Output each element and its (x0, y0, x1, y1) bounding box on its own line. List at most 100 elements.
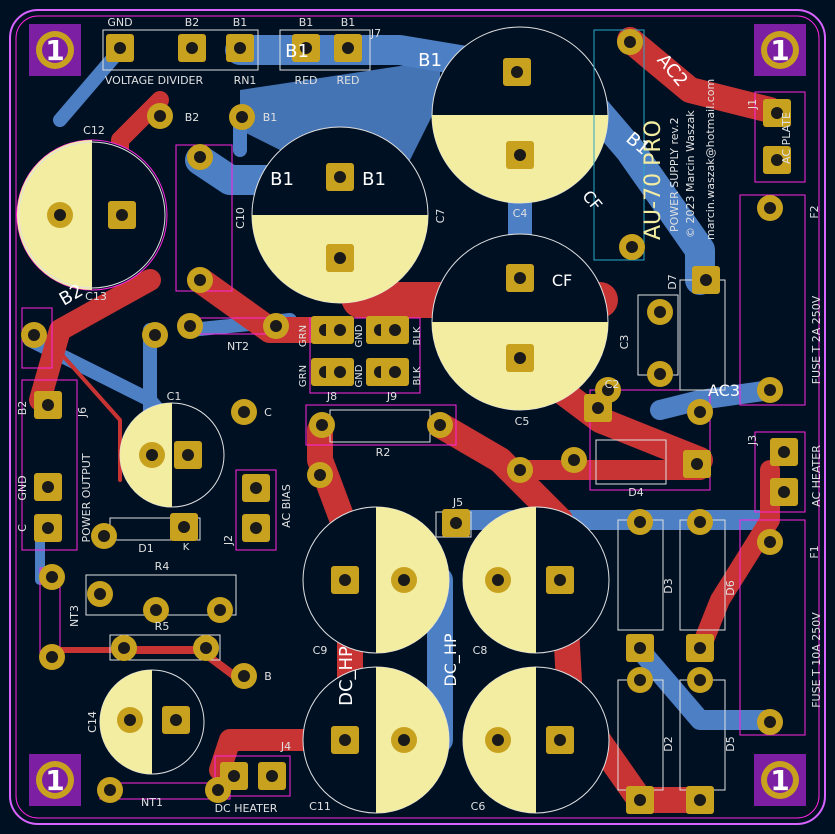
pcb-label-d5: D5 (724, 736, 737, 751)
smd-pad (763, 99, 791, 127)
pcb-label-d2: D2 (662, 736, 675, 751)
thru-hole-pad (111, 635, 137, 661)
thru-hole-pad (117, 707, 143, 733)
capacitor-c1 (119, 402, 225, 508)
thru-hole-pad (263, 313, 289, 339)
smd-pad (326, 244, 354, 272)
thru-hole-pad (229, 104, 255, 130)
pcb-label-ac3: AC3 (708, 381, 740, 400)
pcb-label-nt1: NT1 (141, 796, 163, 809)
thru-hole-pad (207, 597, 233, 623)
pcb-label-d1: D1 (138, 542, 153, 555)
pcb-label-c4: C4 (513, 207, 528, 220)
pcb-label-gnd1: GND (354, 324, 365, 347)
capacitor-c4 (431, 26, 609, 204)
pcb-label-tp-c: C (264, 406, 272, 419)
pcb-label-j5: J5 (452, 496, 463, 509)
thru-hole-pad (39, 564, 65, 590)
smd-pad (381, 316, 409, 344)
thru-hole-pad (561, 447, 587, 473)
board-outline (9, 9, 826, 825)
thru-hole-pad (177, 313, 203, 339)
pcb-label-c13: C13 (85, 290, 107, 303)
smd-pad (170, 513, 198, 541)
smd-pad (331, 726, 359, 754)
pcb-label-ac-heater: AC HEATER (810, 445, 823, 507)
smd-pad (226, 34, 254, 62)
pcb-label-fuse-2a: FUSE T 2A 250V (810, 295, 823, 384)
pcb-label-tp-b1: B1 (263, 111, 278, 124)
thru-hole-pad (507, 457, 533, 483)
pcb-label-j3: J3 (746, 435, 759, 446)
pcb-label-c-left: C (16, 524, 29, 532)
pcb-label-c14: C14 (86, 711, 99, 733)
pcb-label-c1: C1 (167, 390, 182, 403)
pcb-label-blk1: BLK (412, 326, 423, 345)
smd-pad (34, 391, 62, 419)
smd-pad (106, 34, 134, 62)
smd-pad (626, 634, 654, 662)
pcb-label-r2: R2 (376, 446, 391, 459)
board-edge (15, 15, 820, 819)
pcb-label-project: AU-70 PRO (641, 120, 666, 240)
thru-hole-pad (627, 667, 653, 693)
smd-pad (381, 358, 409, 386)
pcb-label-k: K (183, 542, 190, 553)
pcb-label-d7: D7 (666, 274, 679, 289)
pcb-label-nt2: NT2 (227, 340, 249, 353)
thru-hole-pad (647, 299, 673, 325)
thru-hole-pad (147, 103, 173, 129)
pcb-label-b2-top: B2 (185, 16, 200, 29)
thru-hole-pad (187, 267, 213, 293)
smd-pad (326, 163, 354, 191)
mounting-hole: 1 (29, 24, 81, 76)
pcb-label-c6: C6 (471, 800, 486, 813)
pcb-label-gnd-left: GND (16, 475, 29, 500)
pcb-label-c2: C2 (605, 378, 620, 391)
pcb-label-voltage-divider: VOLTAGE DIVIDER (105, 74, 204, 87)
smd-pad (258, 762, 286, 790)
mounting-hole: 1 (29, 754, 81, 806)
smd-pad (770, 478, 798, 506)
smd-pad (770, 438, 798, 466)
smd-pad (503, 58, 531, 86)
pcb-label-c7: C7 (434, 209, 447, 224)
thru-hole-pad (193, 635, 219, 661)
pcb-label-r4: R4 (155, 560, 170, 573)
pcb-label-f1: F1 (808, 545, 821, 558)
pcb-label-b1-a: B1 (418, 50, 442, 71)
mounting-hole-number: 1 (770, 764, 789, 797)
pcb-label-c11: C11 (309, 800, 331, 813)
pcb-label-c12: C12 (83, 124, 105, 137)
thru-hole-pad (187, 144, 213, 170)
thru-hole-pad (39, 644, 65, 670)
smd-pad (242, 514, 270, 542)
pcb-label-j4: J4 (280, 740, 291, 753)
pcb-label-tp-b2: B2 (185, 111, 200, 124)
pcb-label-b1-c: B1 (270, 169, 294, 190)
capacitor-c7 (251, 126, 429, 304)
pcb-label-tp-b: B (264, 670, 272, 683)
thru-hole-pad (391, 727, 417, 753)
thru-hole-pad (687, 667, 713, 693)
mounting-hole-number: 1 (45, 764, 64, 797)
smd-pad (34, 514, 62, 542)
pcb-label-c9: C9 (313, 644, 328, 657)
smd-pad (178, 34, 206, 62)
capacitor-c8 (462, 506, 610, 654)
pcb-label-b1-d: B1 (362, 169, 386, 190)
pcb-label-revision: POWER SUPPLY rev.2 (668, 117, 681, 232)
thru-hole-pad (143, 597, 169, 623)
pcb-label-cf-a: CF (552, 271, 572, 290)
thru-hole-pad (47, 202, 73, 228)
pcb-label-grn2: GRN (298, 365, 309, 387)
smd-pad (442, 509, 470, 537)
pcb-label-b1-top2: B1 (299, 16, 314, 29)
thru-hole-pad (91, 523, 117, 549)
thru-hole-pad (687, 509, 713, 535)
smd-pad (108, 201, 136, 229)
thru-hole-pad (231, 663, 257, 689)
smd-pad (692, 266, 720, 294)
pcb-label-email: marcin.waszak@hotmail.com (704, 79, 717, 240)
